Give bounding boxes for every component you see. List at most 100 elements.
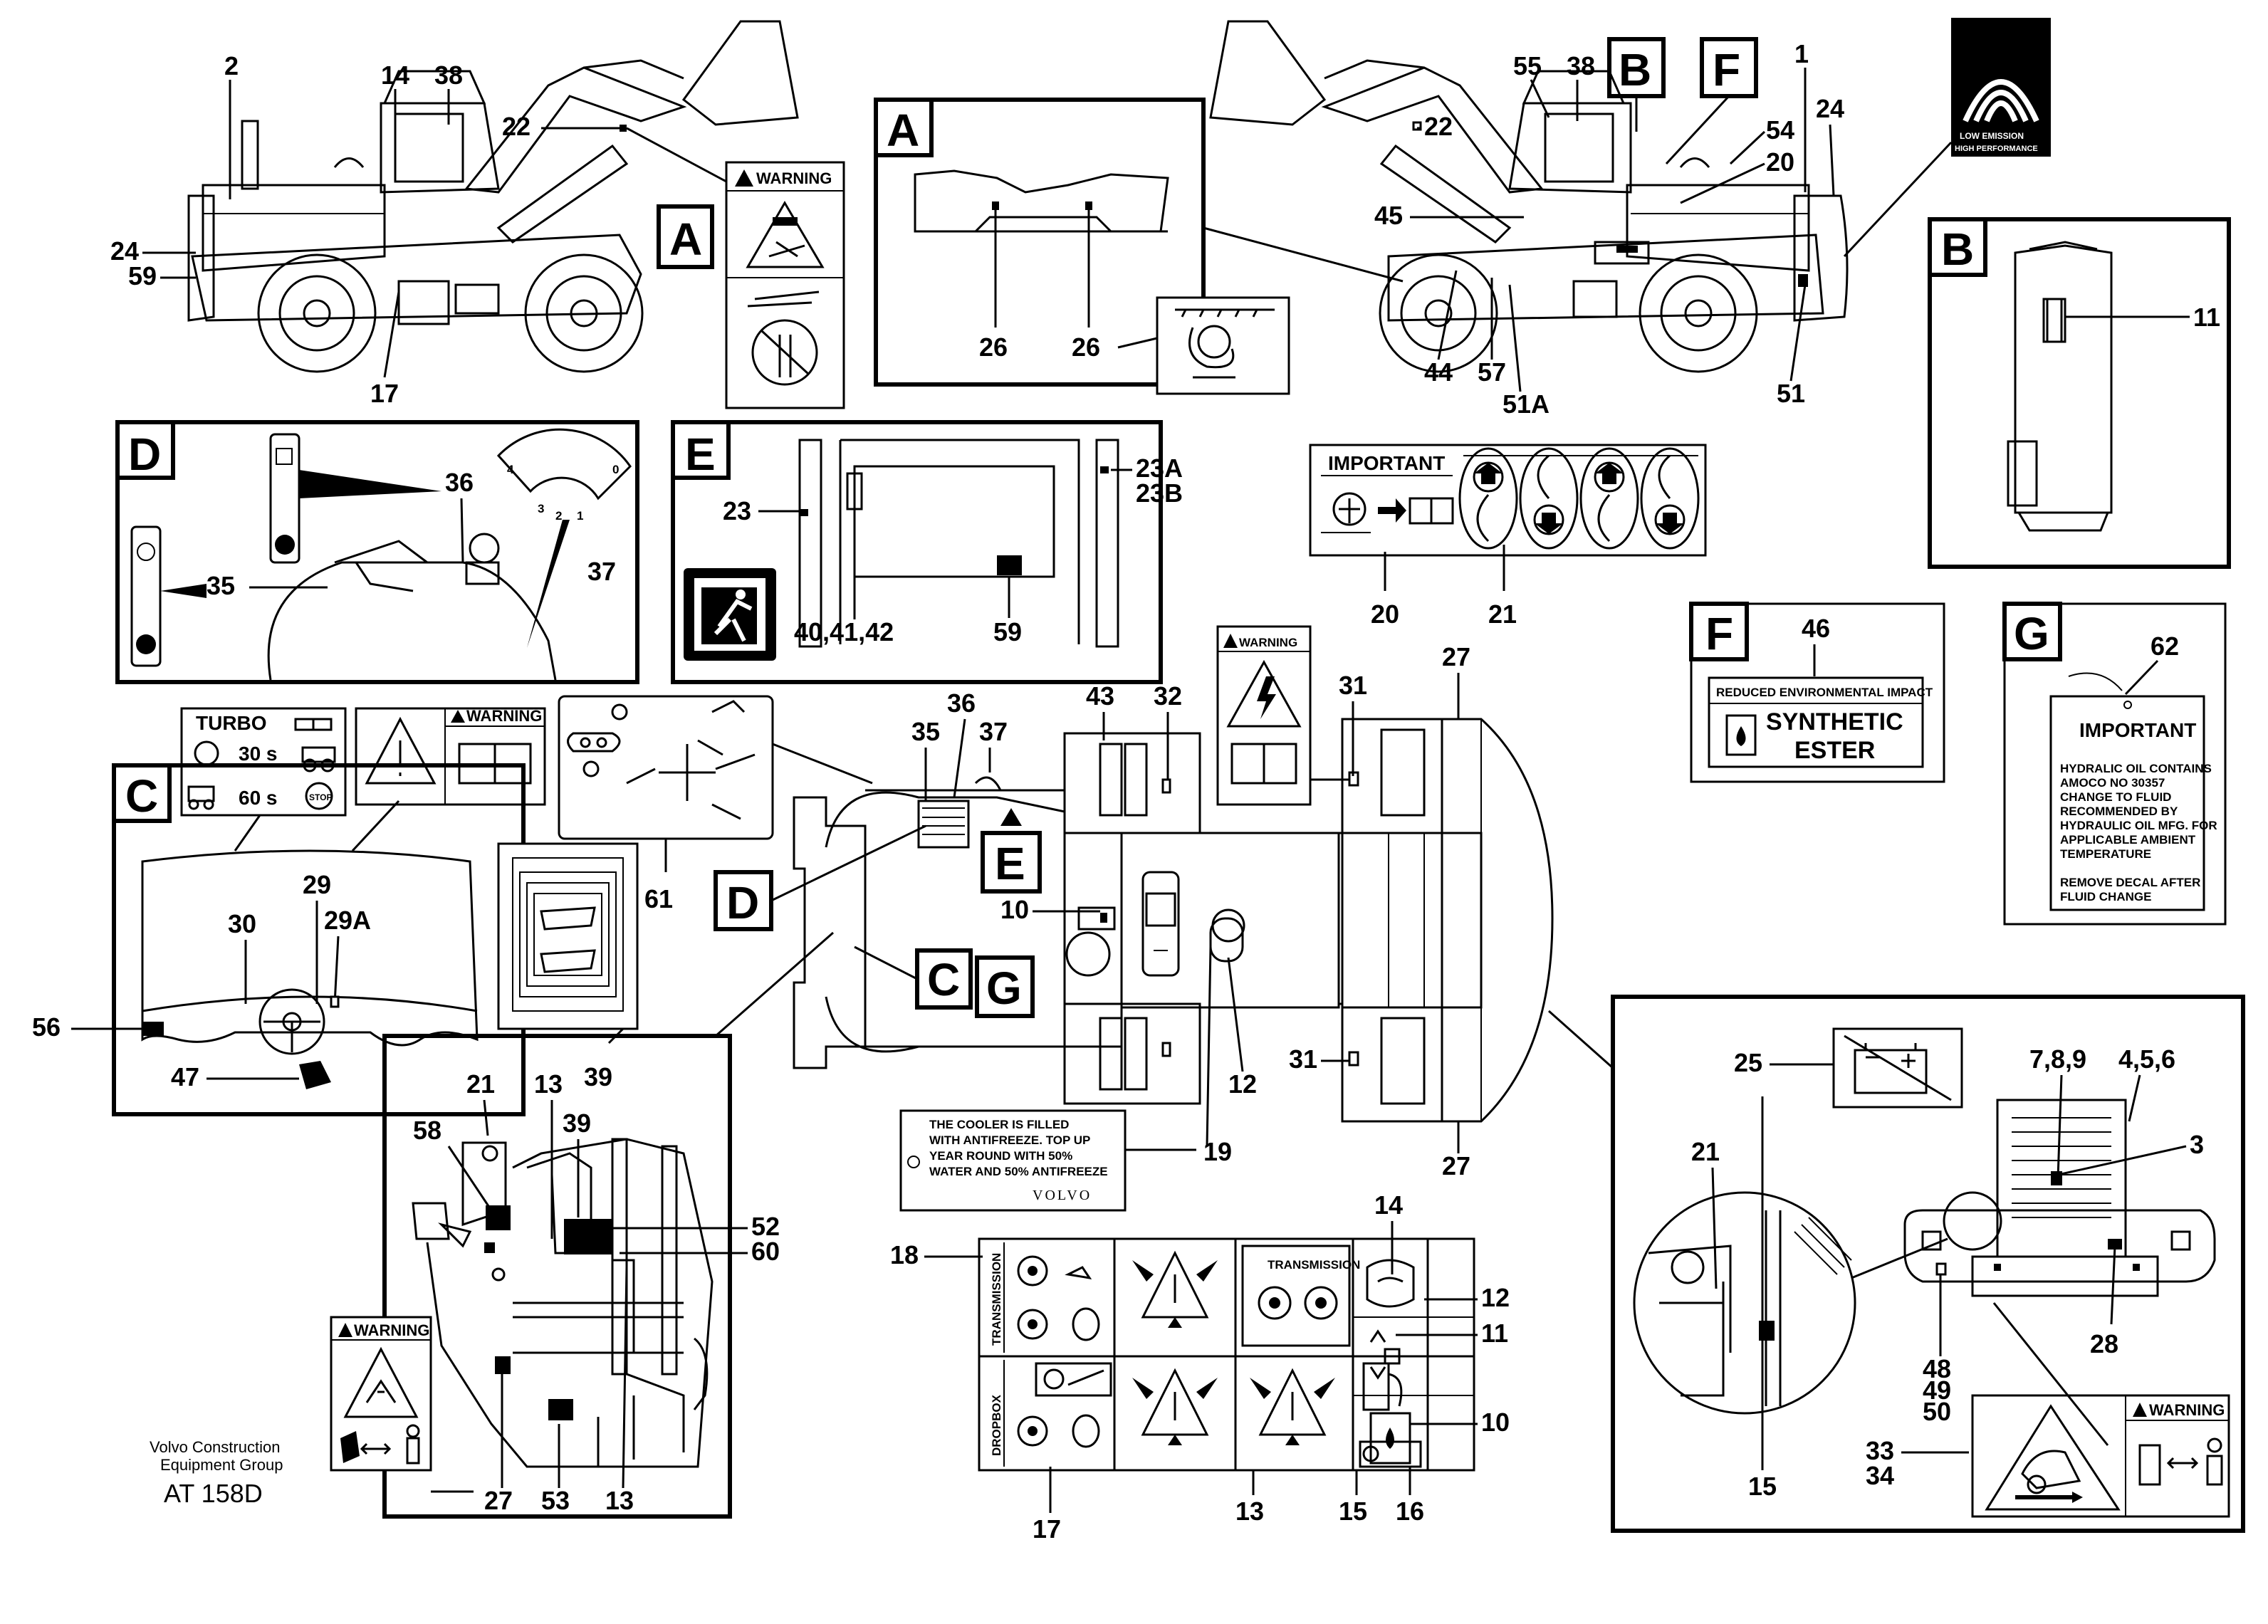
svg-text:TRANSMISSION: TRANSMISSION <box>990 1253 1003 1346</box>
callout-10-b: 10 <box>1481 1408 1510 1437</box>
callout-7-8-9: 7,8,9 <box>2029 1044 2086 1074</box>
callout-20: 20 <box>1766 147 1794 177</box>
detail-e-box: E 23 23A 23B 40,41,42 59 <box>671 420 1183 684</box>
callout-36: 36 <box>445 468 474 497</box>
company-name-line1: Volvo Construction <box>150 1438 280 1456</box>
callout-15-b: 15 <box>1748 1472 1777 1501</box>
callout-18: 18 <box>890 1240 919 1269</box>
engine-detail-callouts: 7,8,9 4,5,6 21 3 28 48 49 50 15 33 34 <box>1691 1044 2204 1501</box>
detail-a-box: A 26 26 <box>874 98 1404 395</box>
load-chart-decal <box>497 842 639 1044</box>
callout-60: 60 <box>751 1237 780 1266</box>
svg-text:1: 1 <box>577 509 583 523</box>
callout-35-top: 35 <box>911 717 940 746</box>
detail-f-box: F F 46 REDUCED ENVIRONMENTAL IMPACT SYNT… <box>1689 602 1945 783</box>
callout-47: 47 <box>171 1062 199 1091</box>
callout-27-c: 27 <box>484 1486 513 1515</box>
callout-22-right: 22 <box>1424 112 1453 141</box>
fluid-decal-panel: TRANSMISSION DROPBOX TRANSMISSION <box>978 1237 1475 1472</box>
callout-32: 32 <box>1154 681 1182 711</box>
footer: Volvo Construction Equipment Group AT 15… <box>150 1438 283 1508</box>
callout-37: 37 <box>587 557 616 586</box>
svg-text:SYNTHETIC: SYNTHETIC <box>1766 708 1903 735</box>
callout-29: 29 <box>303 870 331 899</box>
callout-1: 1 <box>1794 39 1809 68</box>
callout-17-b: 17 <box>1033 1514 1061 1544</box>
callout-27-b: 27 <box>1442 1151 1470 1180</box>
callout-39-b: 39 <box>563 1109 591 1138</box>
callout-4-5-6: 4,5,6 <box>2118 1044 2175 1074</box>
warning-decal-distance: WARNING <box>330 1316 474 1493</box>
callout-19: 19 <box>1203 1137 1232 1166</box>
svg-text:WARNING: WARNING <box>756 169 832 187</box>
callout-37-top: 37 <box>979 717 1008 746</box>
svg-text:B: B <box>1941 224 1974 275</box>
callout-23b: 23B <box>1136 478 1183 508</box>
svg-text:D: D <box>726 877 759 928</box>
warning-decal-crush: WARNING <box>725 161 845 409</box>
center-callouts: 35 36 37 43 32 31 27 10 12 31 27 39 19 <box>584 642 1470 1180</box>
svg-text:WARNING: WARNING <box>2149 1401 2225 1419</box>
callout-11: 11 <box>2193 303 2220 332</box>
callout-50: 50 <box>1923 1397 1951 1426</box>
callout-40-41-42: 40,41,42 <box>794 617 894 646</box>
detail-marker-a-left: A <box>626 127 727 269</box>
callout-27: 27 <box>1442 642 1470 671</box>
callout-28: 28 <box>2090 1329 2118 1358</box>
svg-text:REMOVE DECAL AFTER: REMOVE DECAL AFTER <box>2060 876 2200 889</box>
svg-text:3: 3 <box>538 502 544 515</box>
svg-text:F: F <box>1705 608 1733 659</box>
callout-51: 51 <box>1777 379 1805 408</box>
callout-51a: 51A <box>1503 389 1550 419</box>
callout-34: 34 <box>1866 1461 1894 1490</box>
callout-22: 22 <box>502 112 531 141</box>
callout-31: 31 <box>1339 671 1367 700</box>
svg-text:A: A <box>669 214 702 265</box>
callout-36-top: 36 <box>947 688 976 718</box>
callout-15: 15 <box>1339 1497 1367 1526</box>
callout-44: 44 <box>1424 357 1453 387</box>
callout-57: 57 <box>1478 357 1506 387</box>
callout-14: 14 <box>381 61 409 90</box>
callout-45: 45 <box>1374 201 1403 230</box>
svg-text:APPLICABLE AMBIENT: APPLICABLE AMBIENT <box>2060 833 2196 847</box>
callout-30: 30 <box>228 909 256 938</box>
detail-g-box: G 62 IMPORTANT HYDRALIC OIL CONTAINS AMO… <box>2002 602 2227 926</box>
cooler-decal: THE COOLER IS FILLED WITH ANTIFREEZE. TO… <box>899 1109 1127 1212</box>
callout-49: 49 <box>1923 1376 1951 1405</box>
detail-d-box: D 36 35 4 3 2 1 0 37 <box>115 420 639 684</box>
callout-13-c: 13 <box>1235 1497 1264 1526</box>
svg-text:WATER AND 50% ANTIFREEZE: WATER AND 50% ANTIFREEZE <box>929 1165 1108 1178</box>
callout-56: 56 <box>32 1012 61 1042</box>
callout-21-c: 21 <box>1691 1137 1720 1166</box>
svg-text:LOW EMISSION: LOW EMISSION <box>1960 131 2024 141</box>
callout-25: 25 <box>1734 1048 1762 1077</box>
svg-text:HIGH PERFORMANCE: HIGH PERFORMANCE <box>1955 145 2038 153</box>
callout-31-b: 31 <box>1289 1044 1317 1074</box>
left-loader-callouts: 2 14 38 22 24 59 17 <box>110 51 620 408</box>
svg-text:WITH ANTIFREEZE. TOP UP: WITH ANTIFREEZE. TOP UP <box>929 1133 1090 1147</box>
svg-text:TRANSMISSION: TRANSMISSION <box>1268 1258 1360 1272</box>
svg-text:F: F <box>1713 44 1740 95</box>
detail-c-box: C 30 29 29A 56 47 <box>32 763 526 1116</box>
callout-52: 52 <box>751 1212 780 1241</box>
loader-right-side-view <box>1209 20 1849 373</box>
right-loader-callouts: 22 55 38 B D F 1 24 54 20 45 44 57 51A 5… <box>1374 37 1844 419</box>
svg-text:IMPORTANT: IMPORTANT <box>1328 452 1445 474</box>
engine-compartment-detail: 21 13 39 58 52 60 27 53 13 <box>382 931 834 1519</box>
fluid-panel-callouts: 18 14 12 11 10 17 13 15 16 <box>890 1190 1510 1544</box>
callout-62: 62 <box>2151 632 2179 661</box>
callout-24-right: 24 <box>1816 94 1844 123</box>
svg-text:DROPBOX: DROPBOX <box>990 1394 1003 1456</box>
callout-48: 48 <box>1923 1354 1951 1383</box>
callout-33: 33 <box>1866 1436 1894 1465</box>
callout-26-b: 26 <box>1072 332 1100 362</box>
callout-46: 46 <box>1802 614 1830 643</box>
callout-39: 39 <box>584 1062 612 1091</box>
callout-54: 54 <box>1766 115 1794 145</box>
low-emission-decal: LOW EMISSION HIGH PERFORMANCE <box>1843 18 2051 258</box>
svg-text:60 s: 60 s <box>239 787 278 809</box>
svg-text:WARNING: WARNING <box>466 707 542 725</box>
svg-text:WARNING: WARNING <box>1239 636 1297 649</box>
svg-text:2: 2 <box>555 509 562 523</box>
